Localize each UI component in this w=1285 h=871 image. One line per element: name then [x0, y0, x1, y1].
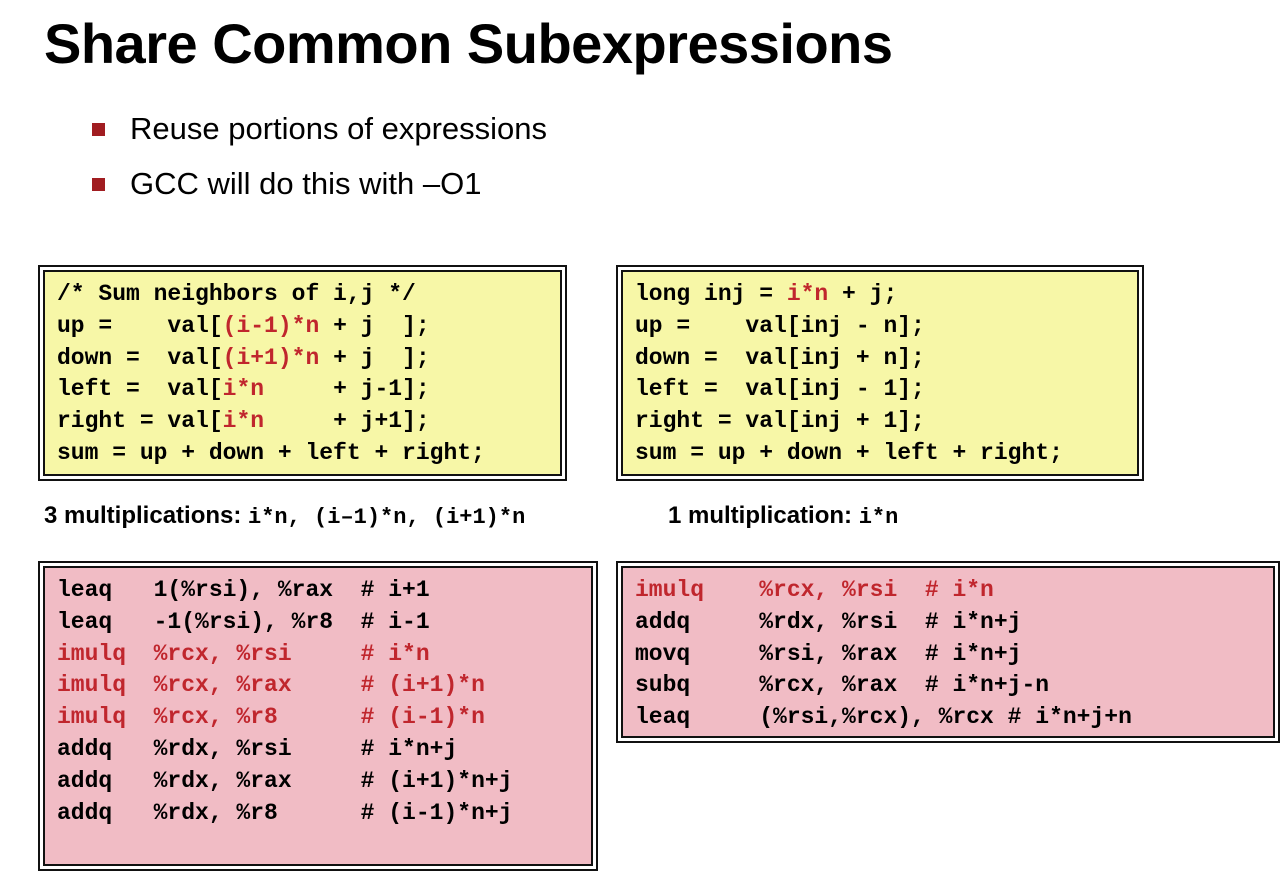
- code-segment: left = val[: [57, 376, 223, 403]
- code-segment: subq %rcx, %rax # i*n+j-n: [635, 672, 1050, 699]
- code-segment: up = val[: [57, 312, 223, 339]
- code-segment: sum = up + down + left + right;: [635, 439, 1063, 466]
- code-line: imulq %rcx, %rax # (i+1)*n: [57, 670, 591, 702]
- code-segment: + j ];: [319, 312, 430, 339]
- caption-code: i*n: [858, 505, 899, 530]
- highlighted-code-segment: imulq %rcx, %r8 # (i-1)*n: [57, 704, 485, 731]
- code-segment: + j-1];: [264, 376, 430, 403]
- code-line: sum = up + down + left + right;: [57, 438, 560, 470]
- code-line: up = val[inj - n];: [635, 311, 1137, 343]
- code-segment: addq %rdx, %rsi # i*n+j: [57, 735, 458, 762]
- code-line: addq %rdx, %rsi # i*n+j: [635, 607, 1273, 639]
- code-line: imulq %rcx, %r8 # (i-1)*n: [57, 702, 591, 734]
- code-segment: left = val[inj - 1];: [635, 376, 925, 403]
- highlighted-code-segment: imulq %rcx, %rsi # i*n: [635, 577, 994, 603]
- code-line: leaq -1(%rsi), %r8 # i-1: [57, 607, 591, 639]
- code-segment: addq %rdx, %r8 # (i-1)*n+j: [57, 799, 513, 826]
- original-asm-code-box: leaq 1(%rsi), %rax # i+1 leaq -1(%rsi), %…: [38, 561, 598, 871]
- code-line: imulq %rcx, %rsi # i*n: [57, 639, 591, 671]
- square-bullet-icon: [92, 177, 105, 191]
- bullet-item: GCC will do this with –O1: [92, 161, 547, 207]
- code-line: leaq (%rsi,%rcx), %rcx # i*n+j+n: [635, 702, 1273, 734]
- bullet-text: Reuse portions of expressions: [130, 111, 548, 146]
- code-block: long inj = i*n + j;up = val[inj - n];dow…: [621, 270, 1139, 476]
- code-line: left = val[inj - 1];: [635, 374, 1137, 406]
- code-block: leaq 1(%rsi), %rax # i+1 leaq -1(%rsi), %…: [43, 566, 593, 866]
- code-line: right = val[inj + 1];: [635, 406, 1137, 438]
- code-segment: addq %rdx, %rsi # i*n+j: [635, 608, 1022, 635]
- code-line: down = val[(i+1)*n + j ];: [57, 343, 560, 375]
- code-segment: movq %rsi, %rax # i*n+j: [635, 640, 1022, 667]
- code-segment: right = val[: [57, 408, 223, 435]
- right-caption: 1 multiplication: i*n: [668, 500, 898, 534]
- code-block: imulq %rcx, %rsi # i*n addq %rdx, %rsi # …: [621, 566, 1275, 738]
- code-segment: /* Sum neighbors of i,j */: [57, 281, 416, 307]
- code-line: subq %rcx, %rax # i*n+j-n: [635, 670, 1273, 702]
- caption-text: 3 multiplications:: [44, 502, 249, 529]
- optimized-c-code-box: long inj = i*n + j;up = val[inj - n];dow…: [616, 265, 1144, 481]
- code-segment: leaq (%rsi,%rcx), %rcx # i*n+j+n: [635, 704, 1132, 731]
- highlighted-code-segment: imulq %rcx, %rsi # i*n: [57, 640, 430, 667]
- code-segment: sum = up + down + left + right;: [57, 439, 485, 466]
- code-line: long inj = i*n + j;: [635, 279, 1137, 311]
- bullet-item: Reuse portions of expressions: [92, 106, 547, 152]
- code-segment: + j+1];: [264, 408, 430, 435]
- code-line: right = val[i*n + j+1];: [57, 406, 560, 438]
- code-segment: + j ];: [319, 344, 430, 371]
- caption-code: i*n, (i–1)*n, (i+1)*n: [248, 505, 526, 530]
- code-segment: up = val[inj - n];: [635, 312, 925, 339]
- caption-text: 1 multiplication:: [668, 502, 859, 529]
- code-line: up = val[(i-1)*n + j ];: [57, 311, 560, 343]
- bullet-list: Reuse portions of expressions GCC will d…: [92, 106, 547, 216]
- code-segment: down = val[: [57, 344, 223, 371]
- bullet-text: GCC will do this with –O1: [130, 166, 482, 201]
- code-segment: + j;: [828, 281, 898, 307]
- code-segment: down = val[inj + n];: [635, 344, 925, 371]
- highlighted-code-segment: (i-1)*n: [222, 312, 320, 339]
- slide-title: Share Common Subexpressions: [44, 12, 893, 75]
- code-line: /* Sum neighbors of i,j */: [57, 279, 560, 311]
- code-line: addq %rdx, %rsi # i*n+j: [57, 734, 591, 766]
- code-line: imulq %rcx, %rsi # i*n: [635, 575, 1273, 607]
- highlighted-code-segment: imulq %rcx, %rax # (i+1)*n: [57, 672, 485, 699]
- code-line: addq %rdx, %r8 # (i-1)*n+j: [57, 798, 591, 830]
- code-segment: leaq 1(%rsi), %rax # i+1: [57, 577, 430, 603]
- original-c-code-box: /* Sum neighbors of i,j */ up = val[(i-1)…: [38, 265, 567, 481]
- code-segment: leaq -1(%rsi), %r8 # i-1: [57, 608, 430, 635]
- code-line: addq %rdx, %rax # (i+1)*n+j: [57, 766, 591, 798]
- optimized-asm-code-box: imulq %rcx, %rsi # i*n addq %rdx, %rsi # …: [616, 561, 1280, 743]
- code-segment: right = val[inj + 1];: [635, 408, 925, 435]
- code-segment: addq %rdx, %rax # (i+1)*n+j: [57, 767, 513, 794]
- code-line: down = val[inj + n];: [635, 343, 1137, 375]
- highlighted-code-segment: i*n: [222, 376, 265, 403]
- highlighted-code-segment: i*n: [222, 408, 265, 435]
- code-line: left = val[i*n + j-1];: [57, 374, 560, 406]
- code-line: leaq 1(%rsi), %rax # i+1: [57, 575, 591, 607]
- code-segment: long inj =: [635, 281, 787, 307]
- highlighted-code-segment: i*n: [786, 281, 829, 307]
- highlighted-code-segment: (i+1)*n: [222, 344, 320, 371]
- square-bullet-icon: [92, 122, 105, 136]
- code-line: movq %rsi, %rax # i*n+j: [635, 639, 1273, 671]
- code-line: sum = up + down + left + right;: [635, 438, 1137, 470]
- left-caption: 3 multiplications: i*n, (i–1)*n, (i+1)*n: [44, 500, 525, 534]
- code-block: /* Sum neighbors of i,j */ up = val[(i-1)…: [43, 270, 562, 476]
